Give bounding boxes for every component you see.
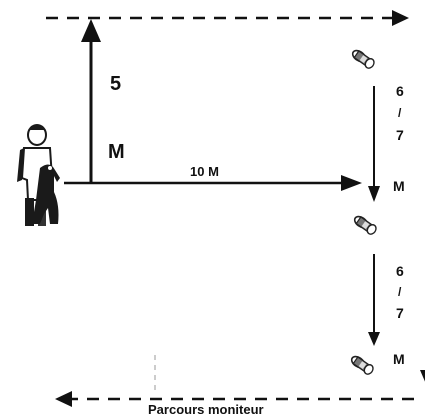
segment1-top-label: 6 — [396, 83, 404, 99]
object-marker-icon — [349, 47, 377, 71]
object-marker-icon — [351, 213, 379, 237]
horizontal-distance-label: 10 M — [190, 164, 219, 179]
top-dashed-arrowhead — [392, 10, 409, 26]
vertical-arrowhead — [81, 19, 101, 42]
handler-with-dog-icon — [17, 124, 60, 226]
segment2-bottom-label: 7 — [396, 305, 404, 321]
vertical-unit-label: M — [108, 141, 125, 163]
segment2-unit-label: M — [393, 351, 405, 367]
horizontal-arrowhead — [341, 175, 362, 191]
vertical-distance-label: 5 — [110, 73, 121, 95]
segment2-slash-label: / — [398, 285, 402, 299]
route-caption: Parcours moniteur — [148, 402, 264, 417]
segment1-unit-label: M — [393, 178, 405, 194]
bottom-dashed-arrowhead — [55, 391, 72, 407]
second-down-arrowhead — [368, 332, 380, 346]
object-marker-icon — [348, 353, 376, 377]
right-edge-arrowhead — [420, 370, 425, 382]
segment2-top-label: 6 — [396, 263, 404, 279]
segment1-bottom-label: 7 — [396, 127, 404, 143]
first-down-arrowhead — [368, 186, 380, 202]
segment1-slash-label: / — [398, 106, 402, 120]
